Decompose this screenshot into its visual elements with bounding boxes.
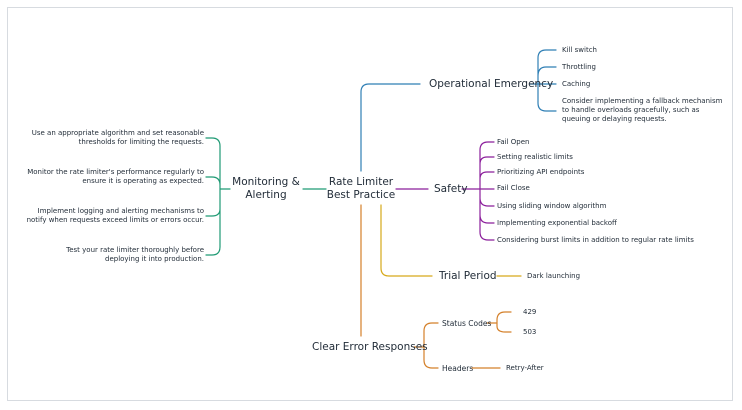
- safety-item: Fail Close: [497, 184, 530, 192]
- operational-item: Throttling: [562, 63, 596, 71]
- edge-errors-children: [413, 322, 439, 369]
- edge-safety-items: [461, 141, 495, 241]
- status-code-item: 503: [523, 328, 537, 336]
- monitoring-item-line: notify when requests exceed limits or er…: [26, 216, 204, 224]
- monitoring-item: Use an appropriate algorithm and set rea…: [14, 129, 204, 147]
- safety-item: Using sliding window algorithm: [497, 202, 607, 210]
- safety-item: Setting realistic limits: [497, 153, 573, 161]
- operational-fallback-item: Consider implementing a fallback mechani…: [562, 97, 722, 124]
- safety-item: Implementing exponential backoff: [497, 219, 617, 227]
- fallback-line: to handle overloads gracefully, such as: [562, 106, 700, 114]
- monitoring-item-line: Test your rate limiter thoroughly before: [66, 246, 204, 254]
- monitoring-item-line: Implement logging and alerting mechanism…: [37, 207, 204, 215]
- monitoring-title-line2: Alerting: [245, 189, 287, 201]
- fallback-line: queuing or delaying requests.: [562, 115, 667, 123]
- edge-monitoring-items: [205, 137, 231, 256]
- safety-item: Considering burst limits in addition to …: [497, 236, 694, 244]
- operational-item: Caching: [562, 80, 591, 88]
- monitoring-item: Test your rate limiter thoroughly before…: [14, 246, 204, 264]
- monitoring-alerting-node: Monitoring & Alerting: [231, 176, 301, 202]
- edge-root-trial: [380, 204, 433, 277]
- monitoring-item-line: thresholds for limiting the requests.: [78, 138, 204, 146]
- trial-item: Dark launching: [527, 272, 581, 280]
- root-node: Rate Limiter Best Practice: [326, 176, 396, 202]
- operational-item: Kill switch: [562, 46, 597, 54]
- edge-status-items: [486, 311, 512, 333]
- root-title-line2: Best Practice: [326, 189, 396, 201]
- headers-node: Headers: [442, 364, 474, 373]
- monitoring-item: Monitor the rate limiter's performance r…: [14, 168, 204, 186]
- status-code-item: 429: [523, 308, 537, 316]
- safety-node: Safety: [434, 183, 468, 195]
- status-codes-node: Status Codes: [442, 319, 492, 328]
- headers-item: Retry-After: [506, 364, 544, 372]
- monitoring-item-line: ensure it is operating as expected.: [82, 177, 204, 185]
- error-responses-node: Clear Error Responses: [312, 341, 428, 353]
- monitoring-title-line1: Monitoring &: [232, 176, 300, 188]
- edge-root-operational: [360, 83, 421, 172]
- operational-emergency-node: Operational Emergency: [429, 78, 554, 90]
- safety-item: Fail Open: [497, 138, 530, 146]
- fallback-line: Consider implementing a fallback mechani…: [562, 97, 723, 105]
- root-title-line1: Rate Limiter: [328, 176, 394, 188]
- monitoring-item-line: Monitor the rate limiter's performance r…: [27, 168, 204, 176]
- edge-operational-items: [529, 49, 557, 112]
- monitoring-item-line: Use an appropriate algorithm and set rea…: [31, 129, 204, 137]
- safety-item: Prioritizing API endpoints: [497, 168, 585, 176]
- monitoring-item-line: deploying it into production.: [105, 255, 204, 263]
- diagram-frame: [7, 7, 733, 401]
- trial-period-node: Trial Period: [439, 270, 497, 282]
- monitoring-item: Implement logging and alerting mechanism…: [14, 207, 204, 225]
